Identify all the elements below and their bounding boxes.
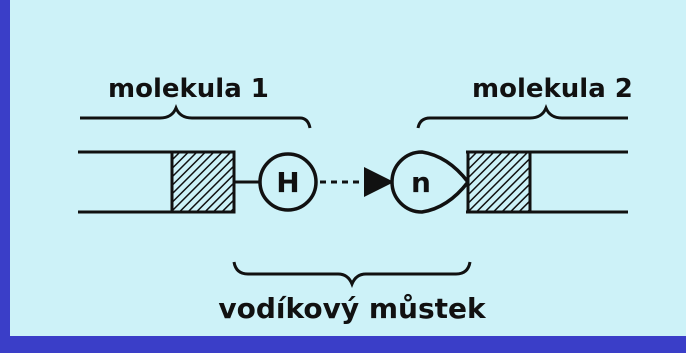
hydrogen-atom: H: [258, 152, 318, 212]
molecule-2-hatched-block: [466, 150, 532, 214]
molecule-1-label: molekula 1: [108, 74, 269, 104]
molecule-1-body: [78, 150, 260, 214]
hydrogen-bridge-label: vodíkový můstek: [218, 292, 487, 325]
lone-pair-atom-label: n: [411, 166, 431, 199]
molecule-2-body: [466, 150, 628, 214]
hydrogen-atom-label: H: [276, 166, 299, 199]
lone-pair-atom: n: [390, 150, 471, 214]
diagram-panel: [10, 0, 686, 336]
molecule-1-brace: [80, 103, 312, 129]
molecule-2-label: molekula 2: [472, 74, 633, 104]
hydrogen-bridge-brace: [232, 261, 472, 289]
molecule-2-brace: [416, 103, 628, 129]
molecule-1-hatched-block: [170, 150, 236, 214]
